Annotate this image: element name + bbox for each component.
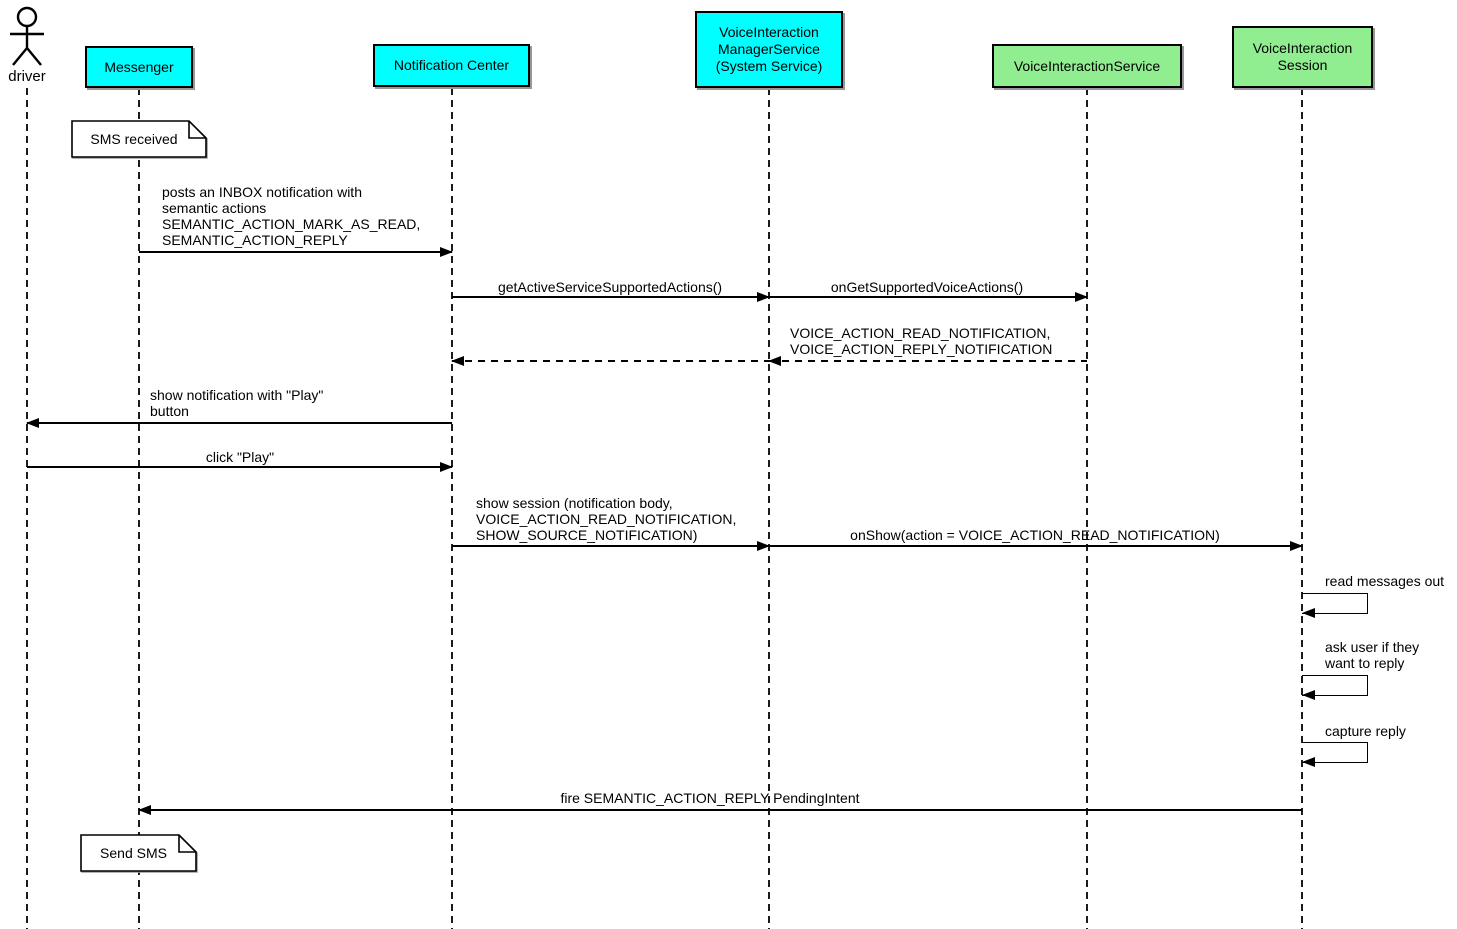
arrowhead-right-icon xyxy=(1075,291,1088,302)
lifeline-notification-center xyxy=(451,88,453,929)
message-label-show-notification-play: show notification with "Play" button xyxy=(150,387,324,419)
lifeline-driver xyxy=(26,88,28,929)
self-message-read-messages-out xyxy=(1302,593,1368,619)
message-arrow-get-active-service-supported-actions xyxy=(452,291,770,302)
arrowhead-right-icon xyxy=(1290,540,1303,551)
message-arrow-show-session xyxy=(452,540,770,551)
message-return-voice-actions-segment-1 xyxy=(768,355,1087,366)
arrowhead-left-icon xyxy=(768,355,781,366)
message-arrow-on-show xyxy=(769,540,1303,551)
note-shape xyxy=(71,120,207,158)
message-arrow-click-play xyxy=(27,461,453,472)
message-arrow-posts-inbox-notification xyxy=(139,246,453,257)
actor-driver-label: driver xyxy=(8,68,46,85)
arrowhead-left-icon xyxy=(1302,608,1315,619)
message-arrow-on-get-supported-voice-actions xyxy=(769,291,1088,302)
arrowhead-left-icon xyxy=(1302,690,1315,701)
arrowhead-left-icon xyxy=(1302,757,1315,768)
lifeline-messenger xyxy=(138,88,140,929)
arrowhead-left-icon xyxy=(26,417,39,428)
note-send-sms-text: Send SMS xyxy=(100,845,167,861)
lifeline-voiceinteraction-managerservice xyxy=(768,88,770,929)
arrowhead-left-icon xyxy=(138,804,151,815)
message-label-capture-reply: capture reply xyxy=(1325,723,1406,739)
note-shape xyxy=(80,834,197,872)
participant-notification-center: Notification Center xyxy=(373,44,530,87)
message-return-voice-actions-segment-2 xyxy=(451,355,769,366)
message-label-read-messages-out: read messages out xyxy=(1325,573,1445,589)
arrowhead-right-icon xyxy=(757,540,770,551)
lifeline-voiceinteractionservice xyxy=(1086,88,1088,929)
participant-messenger: Messenger xyxy=(85,46,193,88)
arrowhead-right-icon xyxy=(757,291,770,302)
message-arrow-fire-pending-intent xyxy=(138,804,1302,815)
arrowhead-right-icon xyxy=(440,246,453,257)
arrowhead-left-icon xyxy=(451,355,464,366)
message-label-voice-actions-return: VOICE_ACTION_READ_NOTIFICATION, VOICE_AC… xyxy=(790,325,1053,357)
message-label-show-session: show session (notification body, VOICE_A… xyxy=(476,495,737,543)
arrowhead-right-icon xyxy=(440,461,453,472)
message-label-on-get-supported-voice-actions: onGetSupportedVoiceActions() xyxy=(830,279,1024,295)
message-arrow-show-notification-play xyxy=(26,417,452,428)
participant-voiceinteraction-managerservice: VoiceInteraction ManagerService (System … xyxy=(695,11,843,88)
actor-driver-icon xyxy=(10,6,44,66)
lifeline-voiceinteraction-session xyxy=(1301,88,1303,929)
message-label-fire-pending-intent: fire SEMANTIC_ACTION_REPLY PendingIntent xyxy=(560,790,860,806)
message-label-posts-inbox-notification: posts an INBOX notification with semanti… xyxy=(162,184,421,248)
participant-voiceinteractionservice: VoiceInteractionService xyxy=(992,44,1182,88)
note-send-sms: Send SMS xyxy=(80,834,197,872)
self-message-ask-user-reply xyxy=(1302,675,1368,701)
message-label-get-active-service-supported-actions: getActiveServiceSupportedActions() xyxy=(497,279,723,295)
self-message-capture-reply xyxy=(1302,742,1368,768)
message-label-click-play: click "Play" xyxy=(205,449,275,465)
participant-voiceinteraction-session: VoiceInteraction Session xyxy=(1232,26,1373,88)
message-label-ask-user-reply: ask user if they want to reply xyxy=(1325,639,1420,671)
message-label-on-show: onShow(action = VOICE_ACTION_READ_NOTIFI… xyxy=(850,527,1220,543)
note-sms-received-text: SMS received xyxy=(90,131,178,147)
note-sms-received: SMS received xyxy=(71,120,207,158)
